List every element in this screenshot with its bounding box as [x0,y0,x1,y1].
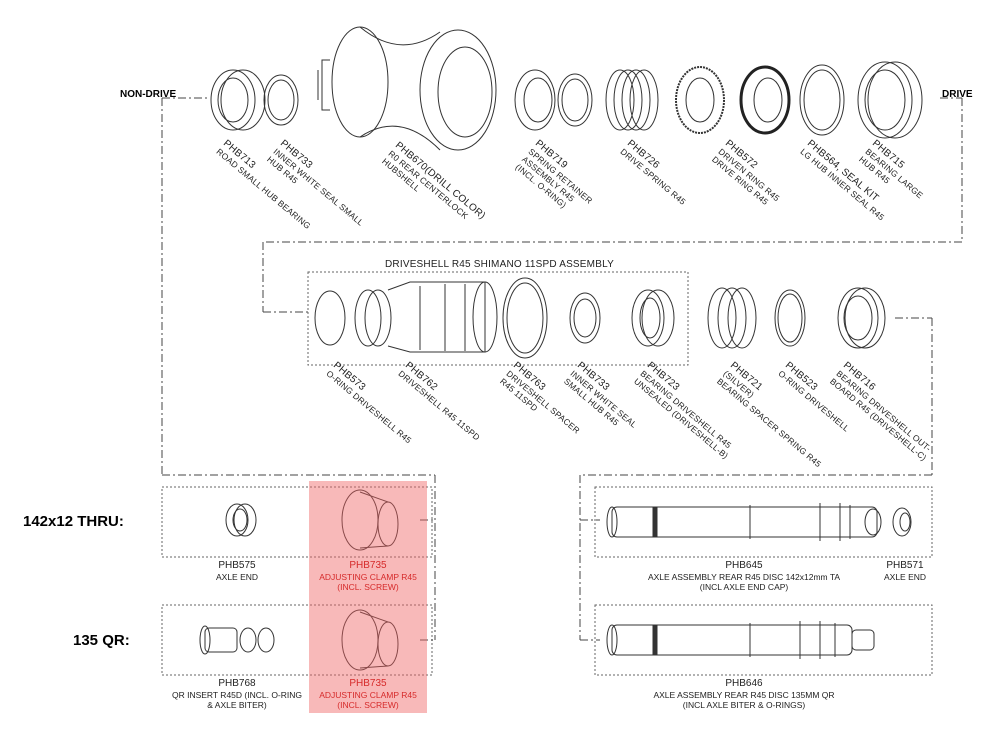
row-label-thru: 142x12 THRU: [23,513,124,530]
middle-row-parts [314,277,886,359]
row-label-qr: 135 QR: [73,632,130,649]
bottom-row-parts [199,489,912,671]
group-boxes [161,271,933,676]
non-drive-label: NON-DRIVE [120,89,177,100]
top-row-parts [210,26,923,151]
guide-lines [161,97,963,641]
assembly-title: DRIVESHELL R45 SHIMANO 11SPD ASSEMBLY [385,259,614,270]
highlight-adjusting-clamp [309,481,427,713]
drive-label: DRIVE [942,89,973,100]
